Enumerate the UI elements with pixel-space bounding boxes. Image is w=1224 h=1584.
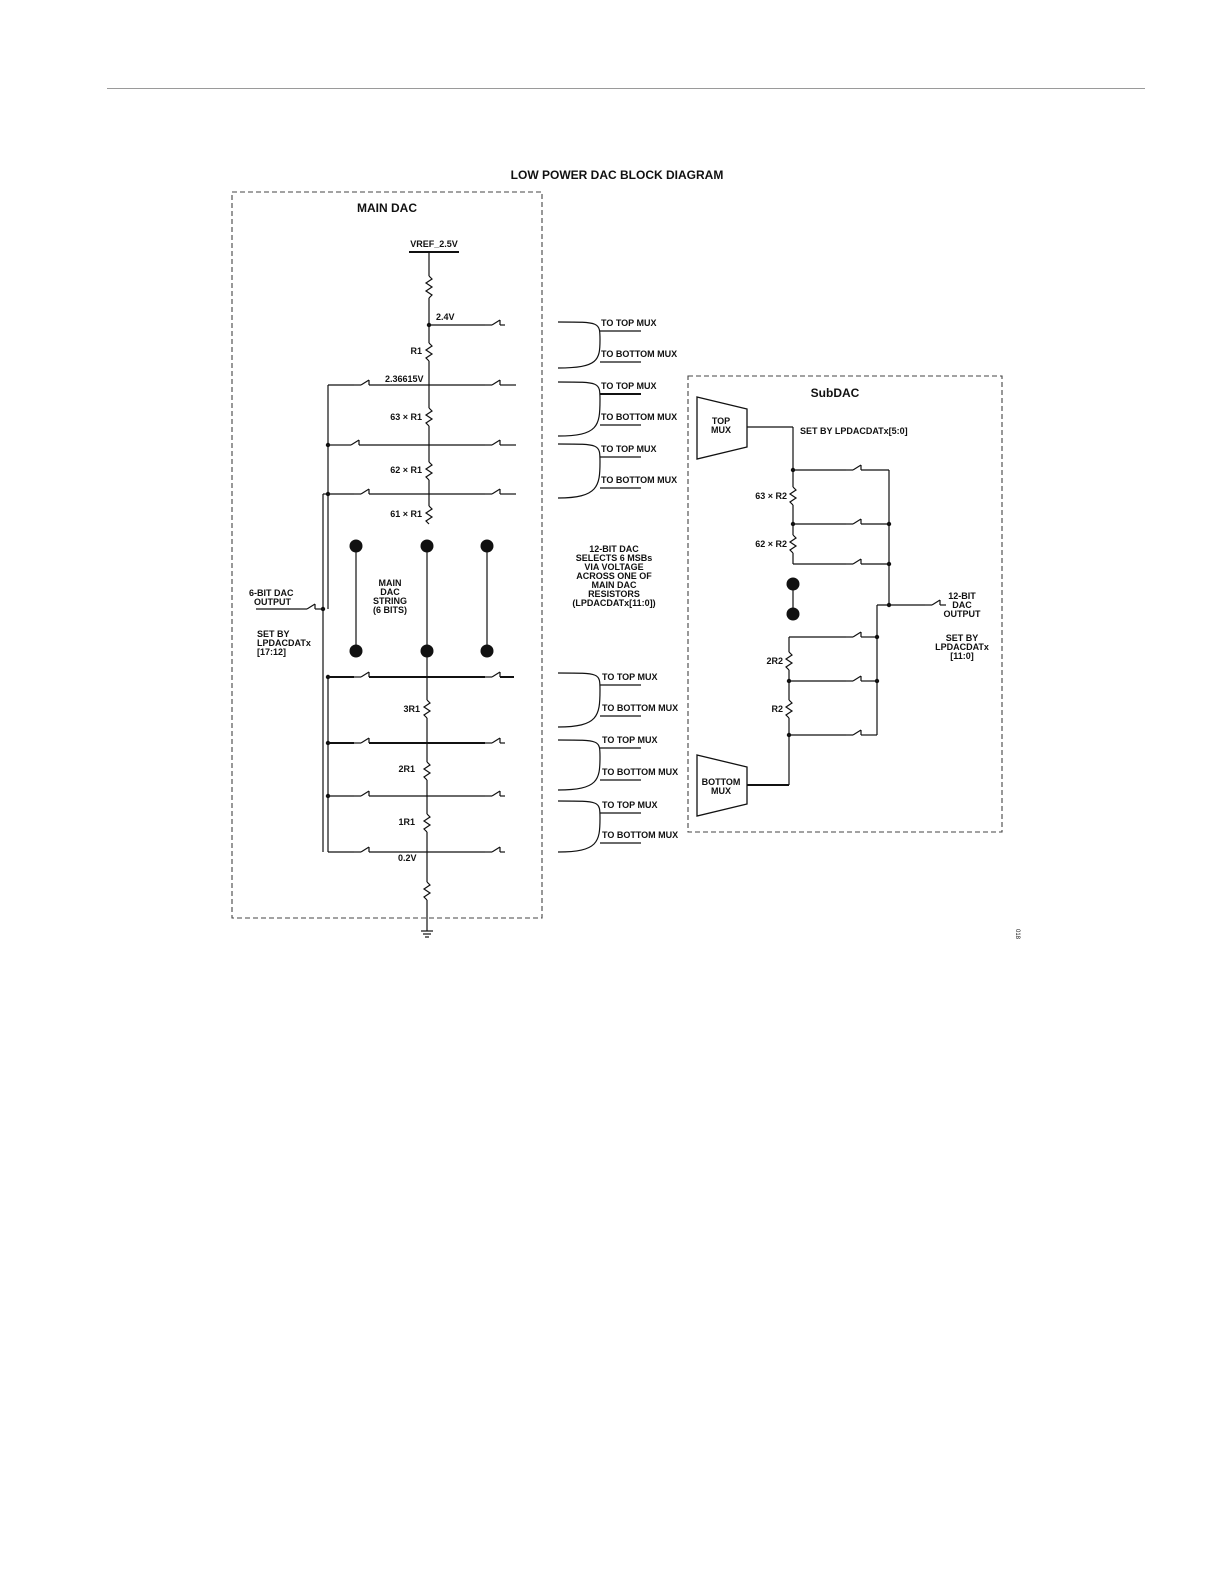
note-line: ACROSS ONE OF	[576, 571, 652, 581]
main-set-by-label: [17:12]	[257, 647, 286, 657]
to-top-mux-label: TO TOP MUX	[601, 381, 657, 391]
main-set-by-label: SET BY	[257, 629, 290, 639]
twelve-bit-output-label: 12-BIT	[948, 591, 976, 601]
top-mux-block	[696, 396, 748, 460]
to-bottom-mux-label: TO BOTTOM MUX	[601, 475, 677, 485]
note-line: VIA VOLTAGE	[584, 562, 643, 572]
voltage-label-2v366: 2.36615V	[385, 374, 424, 384]
resistor-label: 1R1	[398, 817, 415, 827]
junction-dot	[790, 521, 796, 527]
junction-dot	[325, 740, 331, 746]
junction-dot	[886, 521, 892, 527]
voltage-label-2v4: 2.4V	[436, 312, 455, 322]
subdac-set-by-top: SET BY LPDACDATx[5:0]	[800, 426, 908, 436]
subdac-resistor-label: R2	[771, 704, 783, 714]
main-dac-ellipsis	[349, 539, 494, 658]
to-bottom-mux-label: TO BOTTOM MUX	[602, 830, 678, 840]
mux-routing	[557, 321, 641, 853]
figure-code: 018	[1014, 929, 1020, 940]
junction-dot	[325, 793, 331, 799]
voltage-label-0v2: 0.2V	[398, 853, 417, 863]
to-top-mux-label: TO TOP MUX	[601, 444, 657, 454]
to-bottom-mux-label: TO BOTTOM MUX	[602, 703, 678, 713]
junction-dot	[790, 467, 796, 473]
junction-dot	[325, 491, 331, 497]
twelve-bit-output-label: OUTPUT	[944, 609, 982, 619]
junction-dot	[874, 678, 880, 684]
bottom-mux-block	[696, 754, 748, 817]
junction-dot	[325, 442, 331, 448]
resistor-label: 3R1	[403, 704, 420, 714]
twelve-bit-output-label: DAC	[952, 600, 972, 610]
resistor-label: 63 × R1	[390, 412, 422, 422]
main-string-label: MAIN	[379, 578, 402, 588]
subdac-box	[687, 375, 1003, 833]
subdac-resistor-label: 62 × R2	[755, 539, 787, 549]
resistor-label: R1	[410, 346, 422, 356]
diagram-title: LOW POWER DAC BLOCK DIAGRAM	[511, 168, 724, 182]
junction-dot	[874, 634, 880, 640]
ground-icon	[421, 930, 433, 938]
junction-dot	[786, 732, 792, 738]
main-resistor-string	[422, 252, 434, 931]
subdac-set-by-label: [11:0]	[950, 651, 974, 661]
to-top-mux-label: TO TOP MUX	[601, 318, 657, 328]
vref-label: VREF_2.5V	[410, 239, 458, 249]
to-bottom-mux-label: TO BOTTOM MUX	[602, 767, 678, 777]
subdac-set-by-label: SET BY	[946, 633, 979, 643]
main-set-by-label: LPDACDATx	[257, 638, 311, 648]
header-rule	[107, 88, 1145, 89]
main-taps-bottom	[328, 671, 514, 853]
subdac-network	[747, 426, 946, 786]
resistor-label: 62 × R1	[390, 465, 422, 475]
junction-dot	[320, 606, 326, 612]
junction-dot	[426, 322, 432, 328]
subdac-resistor-label: 63 × R2	[755, 491, 787, 501]
main-taps-top	[328, 319, 516, 495]
to-bottom-mux-label: TO BOTTOM MUX	[601, 349, 677, 359]
six-bit-output-label: OUTPUT	[254, 597, 292, 607]
main-string-label: (6 BITS)	[373, 605, 407, 615]
note-line: 12-BIT DAC	[589, 544, 639, 554]
junction-dot	[325, 674, 331, 680]
top-mux-label: TOP	[712, 416, 730, 426]
to-top-mux-label: TO TOP MUX	[602, 800, 658, 810]
resistor-label: 61 × R1	[390, 509, 422, 519]
junction-dot	[786, 678, 792, 684]
subdac-label: SubDAC	[811, 386, 860, 400]
to-top-mux-label: TO TOP MUX	[602, 735, 658, 745]
to-top-mux-label: TO TOP MUX	[602, 672, 658, 682]
junction-dot	[886, 602, 892, 608]
main-dac-label: MAIN DAC	[357, 201, 417, 215]
resistor-label: 2R1	[398, 764, 415, 774]
top-mux-label: MUX	[711, 425, 731, 435]
subdac-set-by-label: LPDACDATx	[935, 642, 989, 652]
note-line: (LPDACDATx[11:0])	[572, 598, 655, 608]
note-line: RESISTORS	[588, 589, 640, 599]
bottom-mux-label: MUX	[711, 786, 731, 796]
subdac-resistor-label: 2R2	[766, 656, 783, 666]
main-string-label: DAC	[380, 587, 400, 597]
six-bit-output-label: 6-BIT DAC	[249, 588, 294, 598]
main-string-label: STRING	[373, 596, 407, 606]
note-line: SELECTS 6 MSBs	[576, 553, 653, 563]
junction-dot	[886, 561, 892, 567]
left-bus	[322, 385, 329, 852]
bottom-mux-label: BOTTOM	[702, 777, 741, 787]
main-dac-box	[231, 191, 543, 919]
note-line: MAIN DAC	[592, 580, 637, 590]
to-bottom-mux-label: TO BOTTOM MUX	[601, 412, 677, 422]
